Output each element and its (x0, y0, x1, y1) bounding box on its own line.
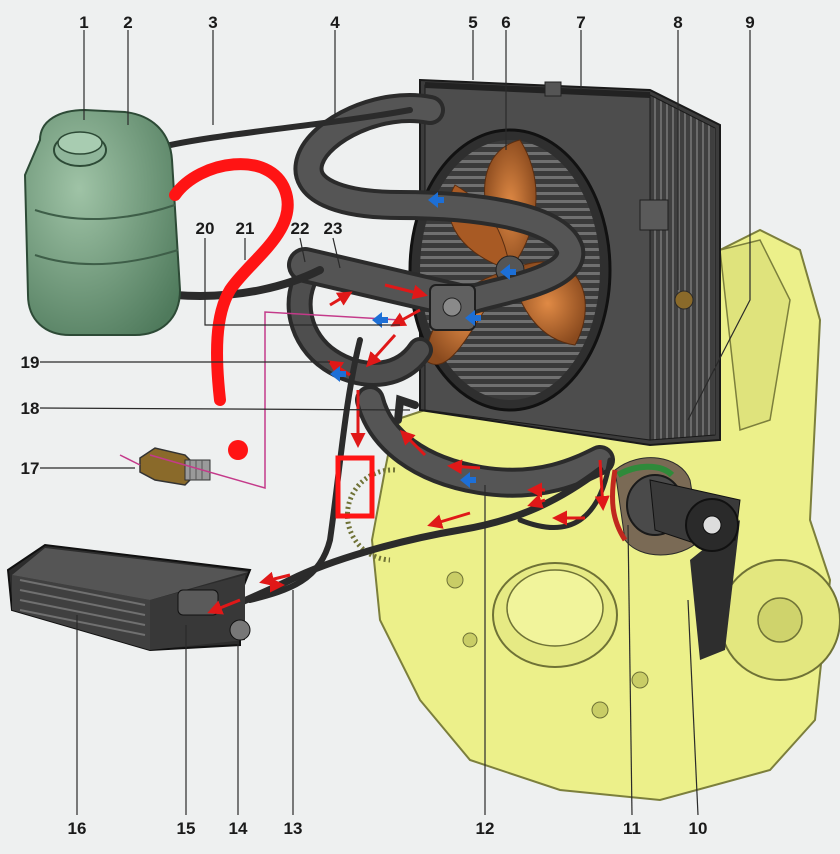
highlight-box (335, 455, 375, 519)
callout-13: 13 (284, 819, 303, 838)
callout-21: 21 (236, 219, 255, 238)
leader-lines (39, 30, 751, 816)
hoses (147, 93, 615, 616)
water-pump-icon (609, 457, 741, 556)
thermostat-icon (429, 284, 476, 331)
callout-14: 14 (229, 819, 248, 838)
heater-core-icon (6, 543, 252, 652)
expansion-tank-icon (23, 108, 182, 336)
callout-10: 10 (689, 819, 708, 838)
callout-4: 4 (330, 13, 340, 32)
callout-16: 16 (68, 819, 87, 838)
drive-belt (690, 520, 740, 660)
callout-7: 7 (576, 13, 585, 32)
flow-arrows-hot (207, 283, 610, 615)
callout-12: 12 (476, 819, 495, 838)
callout-labels: 1 2 3 4 5 6 7 8 9 10 11 12 13 14 15 16 1… (21, 13, 755, 838)
sensor-wire (119, 311, 401, 489)
callout-18: 18 (21, 399, 40, 418)
temperature-sensor-icon (139, 447, 211, 486)
callout-1: 1 (79, 13, 88, 32)
heater-valve (229, 619, 251, 641)
callout-17: 17 (21, 459, 40, 478)
callout-22: 22 (291, 219, 310, 238)
flow-arrows-cold (330, 192, 516, 488)
question-mark-annotation: ? (169, 158, 294, 460)
callout-8: 8 (673, 13, 682, 32)
callout-2: 2 (123, 13, 132, 32)
callout-20: 20 (196, 219, 215, 238)
callout-23: 23 (324, 219, 343, 238)
callout-5: 5 (468, 13, 477, 32)
radiator-drain-plug (674, 290, 694, 310)
callout-19: 19 (21, 353, 40, 372)
callout-11: 11 (623, 819, 641, 838)
callout-15: 15 (177, 819, 196, 838)
callout-3: 3 (208, 13, 217, 32)
callout-6: 6 (501, 13, 510, 32)
callout-9: 9 (745, 13, 754, 32)
